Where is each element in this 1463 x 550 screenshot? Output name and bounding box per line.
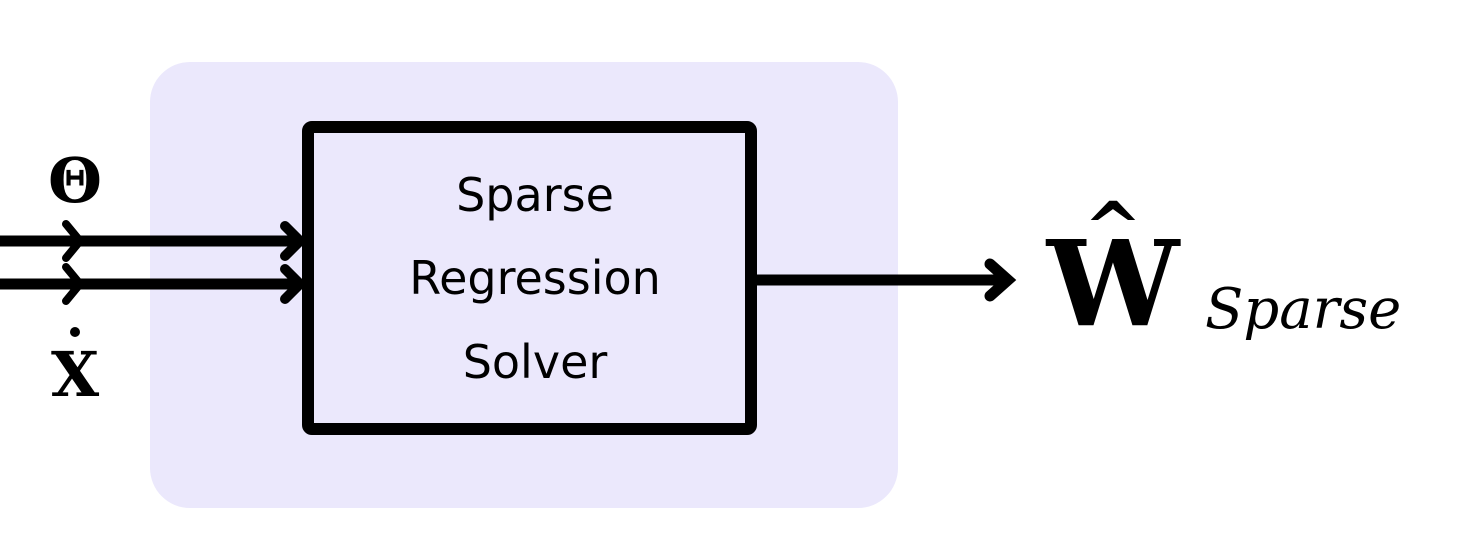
xdot-label: X bbox=[51, 338, 100, 411]
output-label: ^ W Sparse bbox=[1045, 186, 1402, 353]
xdot-chevron bbox=[62, 263, 86, 305]
theta-chevron bbox=[62, 220, 86, 262]
solver-label-line3: Solver bbox=[463, 335, 608, 389]
theta-arrowhead bbox=[280, 221, 308, 261]
solver-label-line1: Sparse bbox=[456, 168, 614, 222]
xdot-dot bbox=[70, 327, 80, 337]
w-symbol: W bbox=[1045, 214, 1181, 353]
input-arrows bbox=[0, 220, 308, 305]
solver-label-line2: Regression bbox=[409, 251, 661, 305]
output-arrow bbox=[751, 258, 1017, 302]
theta-label: Θ bbox=[48, 144, 102, 217]
w-subscript: Sparse bbox=[1205, 277, 1401, 342]
xdot-label-group: X bbox=[51, 327, 100, 411]
w-hat-accent: ^ bbox=[1084, 186, 1143, 269]
xdot-arrowhead bbox=[280, 264, 308, 304]
solver-box bbox=[302, 121, 757, 435]
